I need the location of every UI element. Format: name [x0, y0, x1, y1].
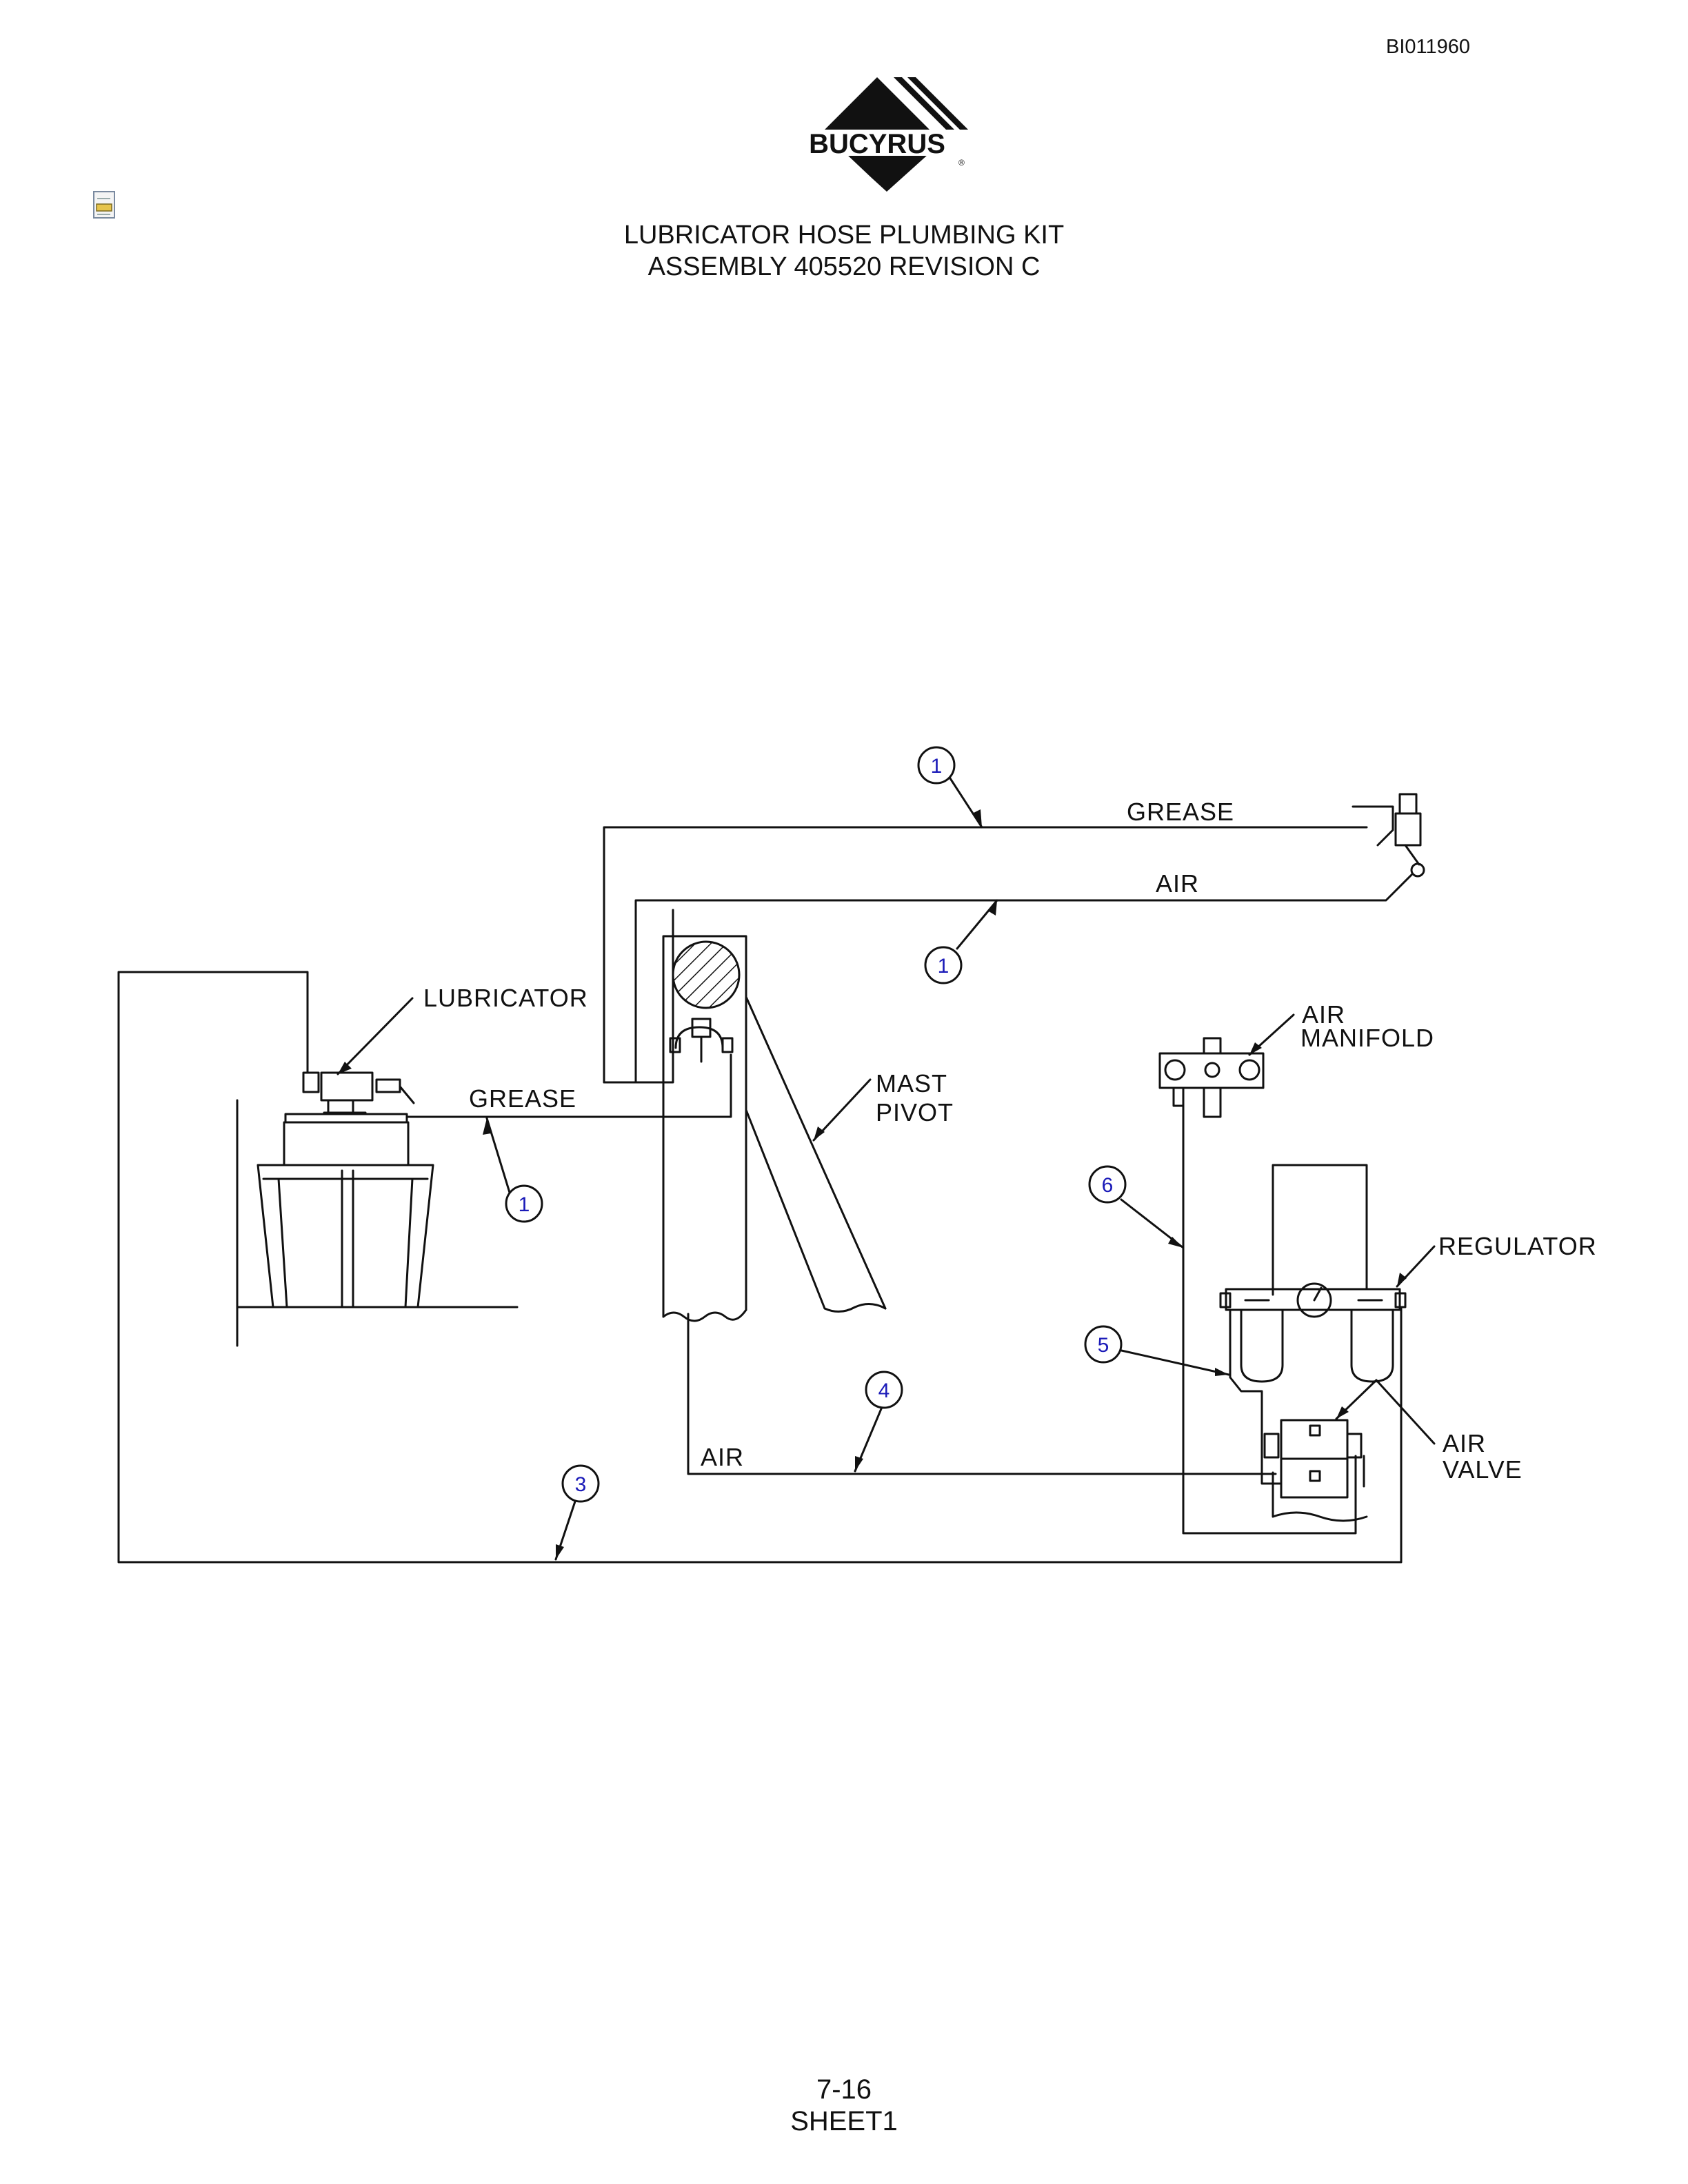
balloon-4: 4 [865, 1371, 903, 1409]
lubricator-grease-hose [405, 1053, 732, 1118]
balloon-3: 3 [561, 1464, 600, 1503]
balloon-1-upper: 1 [924, 946, 963, 984]
label-air-top: AIR [1156, 869, 1199, 898]
air-hose-top [634, 873, 1414, 1084]
bucyrus-logo-icon: BUCYRUS ® [783, 77, 971, 192]
label-air-manifold-1: AIR [1302, 1000, 1345, 1029]
regulator [1219, 1282, 1407, 1383]
regulator-column [1272, 1164, 1368, 1296]
air-valve [1263, 1419, 1365, 1499]
label-air-valve-1: AIR [1443, 1429, 1486, 1457]
title-line-2: ASSEMBLY 405520 REVISION C [647, 252, 1041, 281]
label-air-bottom: AIR [701, 1443, 744, 1471]
page-footer: 7-16 SHEET1 [0, 2074, 1688, 2137]
mast-boom-leg-inner [745, 1109, 826, 1310]
label-air-valve-2: VALVE [1443, 1455, 1523, 1484]
mast-broken-end [662, 1308, 747, 1322]
air-hose-4 [687, 1313, 1277, 1475]
label-lubricator: LUBRICATOR [423, 984, 588, 1012]
svg-text:4: 4 [878, 1379, 890, 1402]
logo-text: BUCYRUS [809, 129, 945, 159]
page-title: LUBRICATOR HOSE PLUMBING KIT ASSEMBLY 40… [0, 219, 1688, 283]
label-air-manifold-2: MANIFOLD [1300, 1024, 1434, 1052]
svg-text:3: 3 [575, 1473, 587, 1496]
note-document-icon[interactable] [91, 190, 120, 221]
column-broken-end [1272, 1511, 1368, 1522]
air-manifold [1158, 1037, 1265, 1118]
balloon-5: 5 [1084, 1325, 1123, 1364]
title-line-1: LUBRICATOR HOSE PLUMBING KIT [623, 221, 1065, 250]
mast-pivot-pin [672, 940, 741, 1009]
svg-text:1: 1 [519, 1193, 530, 1216]
leader-lines [336, 775, 1436, 1561]
svg-text:1: 1 [931, 755, 943, 778]
svg-text:6: 6 [1102, 1174, 1114, 1197]
svg-text:®: ® [958, 158, 965, 168]
document-id: BI011960 [1386, 36, 1471, 58]
svg-text:5: 5 [1098, 1334, 1109, 1357]
label-mast: MAST [876, 1069, 947, 1098]
balloon-1-left: 1 [505, 1184, 543, 1223]
sheet-label: SHEET1 [790, 2106, 898, 2136]
air-hose-6 [1182, 1104, 1357, 1535]
balloon-6: 6 [1088, 1165, 1127, 1204]
label-grease-top: GREASE [1127, 798, 1234, 826]
air-hose-3 [117, 971, 1403, 1564]
boom-broken-end [823, 1303, 887, 1313]
pivot-fittings [669, 1018, 734, 1063]
balloon-1-top: 1 [917, 746, 956, 785]
page-number: 7-16 [816, 2074, 872, 2105]
lubricator-assembly [257, 1071, 434, 1308]
grease-hose-top [603, 826, 1368, 1084]
svg-text:1: 1 [938, 955, 950, 978]
label-grease-left: GREASE [469, 1084, 576, 1113]
mast-column [662, 935, 747, 1318]
mast-boom-leg [745, 995, 887, 1310]
grease-fitting-top-right [1352, 793, 1425, 878]
label-regulator: REGULATOR [1438, 1232, 1597, 1260]
label-pivot: PIVOT [876, 1098, 954, 1126]
leader-arrowheads [338, 809, 1407, 1559]
air-hose-5 [1229, 1310, 1281, 1485]
